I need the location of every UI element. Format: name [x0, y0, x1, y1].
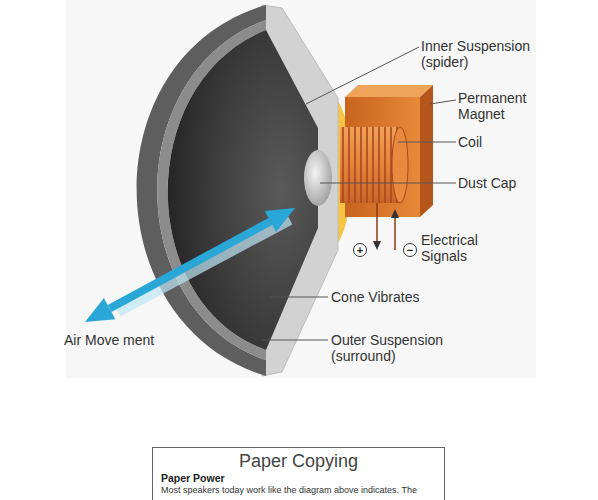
part-label: Inner Suspension (spider): [421, 38, 546, 70]
box-body: Most speakers today work like the diagra…: [161, 485, 436, 496]
part-label: Outer Suspension (surround): [331, 332, 456, 364]
wire-arrow: [391, 209, 399, 218]
magnet-top: [345, 85, 433, 97]
text-box: Paper CopyingPaper PowerMost speakers to…: [152, 447, 445, 500]
leader-line: [430, 100, 456, 104]
air-arrow-shadow: [118, 220, 290, 312]
part-label: Dust Cap: [458, 175, 548, 191]
leader-line: [320, 183, 456, 184]
coil-windings: [342, 127, 400, 203]
magnet-side: [420, 85, 433, 217]
box-heading: Paper Copying: [161, 451, 436, 472]
wire: [376, 203, 378, 247]
leader-line: [262, 340, 328, 341]
minus-terminal: [404, 244, 417, 257]
leader-line: [306, 47, 419, 104]
wire-arrow: [373, 241, 381, 250]
air-arrow: [110, 221, 271, 308]
cone: [168, 30, 318, 350]
part-label: Permanent Magnet: [458, 90, 543, 122]
dust-cap: [304, 150, 332, 206]
part-label: Cone Vibrates: [331, 289, 451, 305]
terminal-symbol: −: [404, 244, 416, 256]
coil-end: [392, 127, 408, 203]
leader-line: [270, 297, 328, 298]
air-arrow-head: [85, 298, 115, 322]
box-subheading: Paper Power: [161, 472, 436, 485]
part-label: Air Move ment: [64, 332, 194, 348]
part-label: Coil: [458, 134, 538, 150]
plus-terminal: [354, 244, 367, 257]
air-arrow-head: [265, 208, 295, 232]
part-label: Electrical Signals: [421, 232, 506, 264]
terminal-symbol: +: [354, 244, 366, 256]
leader-line: [398, 142, 456, 143]
coil: [340, 127, 400, 203]
